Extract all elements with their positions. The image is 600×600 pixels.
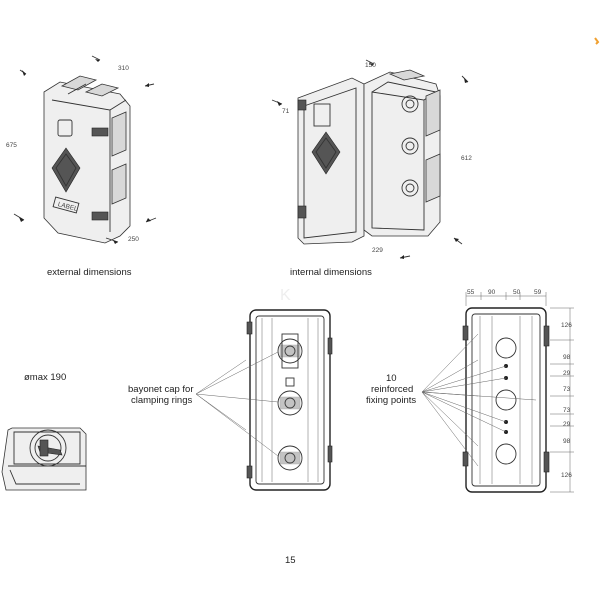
top-dim-1: 55 [467,289,475,296]
right-dim-1: 126 [561,322,572,329]
top-dim-3: 50 [513,289,521,296]
right-dim-5: 73 [563,407,571,414]
back-view-fixing: 55 90 50 59 126 98 29 73 73 29 98 126 [421,289,574,493]
right-dim-3: 29 [563,370,571,377]
accent-mark [594,37,600,45]
internal-height-label: 612 [461,155,472,162]
fixing-caption-line1: 10 [386,373,397,384]
internal-hinge-label: 71 [282,108,290,115]
fixing-caption-line3: fixing points [366,395,416,406]
bayonet-caption-line2: clamping rings [131,395,192,406]
internal-dimensions-caption: internal dimensions [290,267,372,278]
diameter-caption: ømax 190 [24,372,66,383]
front-view-caps [195,309,333,491]
right-dim-8: 126 [561,472,572,479]
watermark: K [280,287,291,304]
external-box-view: LABEL 310 675 250 [6,55,157,244]
bayonet-caption-line1: bayonet cap for [128,384,194,395]
right-dim-6: 29 [563,421,571,428]
internal-depth-label: 229 [372,247,383,254]
fixing-caption-line2: reinforced [371,384,413,395]
right-dim-7: 98 [563,438,571,445]
external-depth-label: 250 [128,236,139,243]
side-view [1,427,87,491]
internal-box-view: 150 71 612 229 [271,59,472,259]
right-dim-2: 98 [563,354,571,361]
top-dim-2: 90 [488,289,496,296]
top-dim-4: 59 [534,289,542,296]
external-dimensions-caption: external dimensions [47,267,132,278]
external-height-label: 675 [6,142,17,149]
page-number: 15 [285,555,296,566]
internal-width-label: 150 [365,62,376,69]
external-width-label: 310 [118,65,129,72]
right-dim-4: 73 [563,386,571,393]
